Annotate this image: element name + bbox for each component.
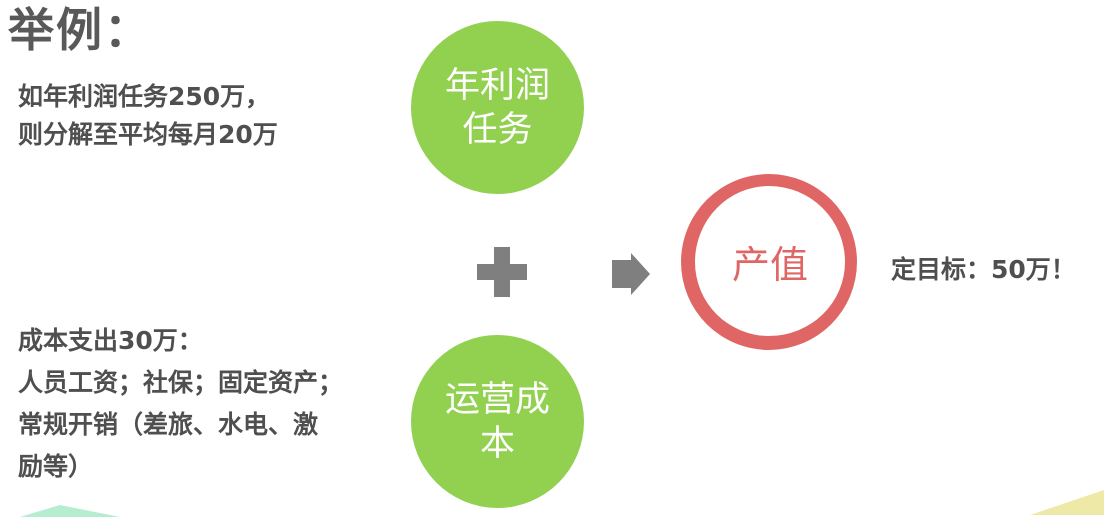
example-description: 如年利润任务250万， 则分解至平均每月20万 (18, 78, 278, 154)
cost-line: 励等） (18, 452, 94, 481)
plus-icon (477, 247, 527, 297)
annual-profit-circle: 年利润 任务 (411, 21, 584, 194)
decorative-shape (20, 505, 120, 517)
circle-label: 年利润 (444, 65, 550, 106)
example-line: 如年利润任务250万， (18, 82, 271, 111)
output-value-circle: 产值 (681, 174, 857, 350)
cost-description: 成本支出30万： 人员工资；社保；固定资产； 常规开销（差旅、水电、激 励等） (18, 320, 343, 488)
decorative-shape (1030, 490, 1104, 515)
page-title: 举例： (8, 3, 152, 57)
operating-cost-circle: 运营成 本 (411, 335, 584, 508)
circle-label: 本 (479, 423, 515, 464)
cost-line: 成本支出30万： (18, 326, 203, 355)
arrow-right-icon (612, 253, 650, 295)
cost-line: 人员工资；社保；固定资产； (18, 368, 344, 397)
circle-label: 任务 (462, 109, 533, 150)
example-line: 则分解至平均每月20万 (18, 120, 278, 149)
cost-line: 常规开销（差旅、水电、激 (18, 410, 319, 439)
target-statement: 定目标：50万！ (891, 255, 1076, 284)
circle-label: 运营成 (444, 379, 550, 420)
circle-label: 产值 (731, 242, 808, 287)
